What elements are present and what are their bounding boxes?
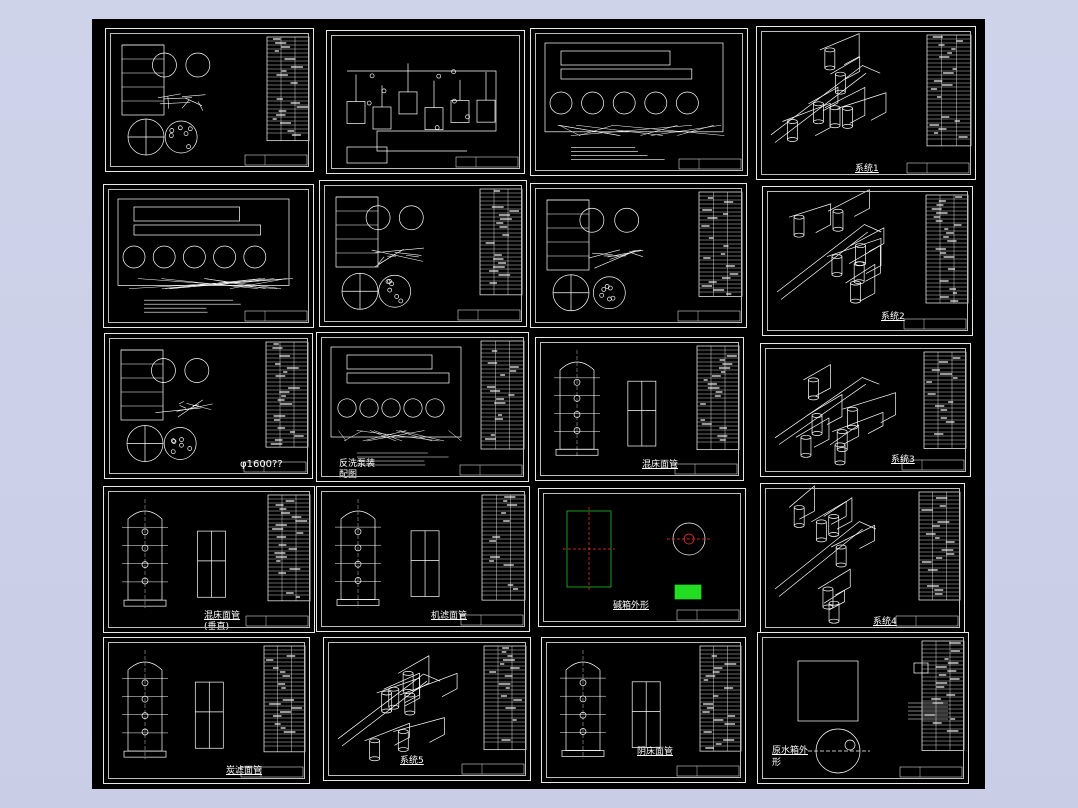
sheet-12-drawing bbox=[774, 351, 967, 471]
sheet-5[interactable] bbox=[103, 184, 314, 328]
sheet-15-label: 碱箱外形 bbox=[613, 601, 650, 611]
sheet-10-label-2: 配图 bbox=[339, 470, 358, 480]
sheet-13-label-2: (垂直) bbox=[204, 622, 230, 632]
sheet-20-label: 原水箱外 bbox=[772, 746, 809, 756]
sheet-6[interactable] bbox=[319, 180, 527, 327]
sheet-17[interactable]: 炭滤面管 bbox=[103, 637, 310, 784]
sheet-4-label: 系统1 bbox=[855, 164, 879, 174]
sheet-13-label: 混床面管 bbox=[204, 611, 241, 621]
sheet-7[interactable] bbox=[530, 183, 747, 328]
sheet-16[interactable]: 系统4 bbox=[760, 483, 965, 633]
cad-drawing-canvas[interactable]: 系统1 系统2 φ1600?? 反洗泵装 配图 混床面管 系统3 混床面管 (垂… bbox=[92, 19, 985, 789]
sheet-19[interactable]: 阴床面管 bbox=[541, 637, 746, 783]
sheet-5-drawing bbox=[117, 198, 308, 322]
sheet-13[interactable]: 混床面管 (垂直) bbox=[103, 486, 315, 633]
sheet-4[interactable]: 系统1 bbox=[756, 26, 976, 180]
sheet-10-label: 反洗泵装 bbox=[339, 459, 376, 469]
sheet-4-drawing bbox=[770, 33, 972, 174]
sheet-14[interactable]: 机滤面管 bbox=[316, 486, 530, 632]
sheet-19-label: 阴床面管 bbox=[637, 747, 674, 757]
sheet-12-label: 系统3 bbox=[891, 455, 915, 465]
sheet-6-drawing bbox=[335, 188, 523, 321]
sheet-9-drawing bbox=[120, 341, 309, 473]
sheet-8-label: 系统2 bbox=[881, 312, 905, 322]
sheet-19-drawing bbox=[560, 645, 742, 777]
sheet-12[interactable]: 系统3 bbox=[760, 343, 971, 477]
sheet-11-drawing bbox=[554, 345, 740, 475]
sheet-13-drawing bbox=[122, 494, 311, 627]
sheet-18-drawing bbox=[337, 645, 527, 775]
sheet-7-drawing bbox=[546, 191, 743, 322]
sheet-18-label: 系统5 bbox=[400, 756, 424, 766]
sheet-16-label: 系统4 bbox=[873, 617, 897, 627]
sheet-20-label-2: 形 bbox=[772, 758, 782, 768]
sheet-14-label: 机滤面管 bbox=[431, 611, 468, 621]
sheet-8[interactable]: 系统2 bbox=[762, 186, 973, 336]
sheet-15-drawing bbox=[563, 507, 740, 621]
sheet-16-drawing bbox=[774, 485, 961, 627]
sheet-11[interactable]: 混床面管 bbox=[535, 337, 744, 481]
sheet-9[interactable]: φ1600?? bbox=[104, 333, 313, 479]
sheet-2[interactable] bbox=[326, 30, 525, 174]
sheet-20[interactable]: 原水箱外 形 bbox=[757, 632, 969, 784]
sheet-20-drawing bbox=[797, 640, 965, 778]
sheet-18[interactable]: 系统5 bbox=[323, 637, 531, 781]
sheet-17-label: 炭滤面管 bbox=[226, 766, 263, 776]
sheet-8-drawing bbox=[776, 189, 969, 330]
sheet-2-drawing bbox=[346, 63, 519, 168]
sheet-9-label: φ1600?? bbox=[240, 459, 283, 470]
sheet-10[interactable]: 反洗泵装 配图 bbox=[316, 332, 529, 482]
sheet-3[interactable] bbox=[530, 28, 748, 176]
sheet-14-drawing bbox=[335, 494, 526, 626]
sheet-1[interactable] bbox=[105, 28, 314, 172]
sheet-11-label: 混床面管 bbox=[642, 460, 679, 470]
sheet-17-drawing bbox=[122, 645, 306, 778]
sheet-3-drawing bbox=[544, 42, 742, 170]
sheet-10-drawing bbox=[330, 340, 525, 476]
sheet-1-drawing bbox=[121, 36, 310, 166]
sheet-15[interactable]: 碱箱外形 bbox=[538, 488, 746, 627]
